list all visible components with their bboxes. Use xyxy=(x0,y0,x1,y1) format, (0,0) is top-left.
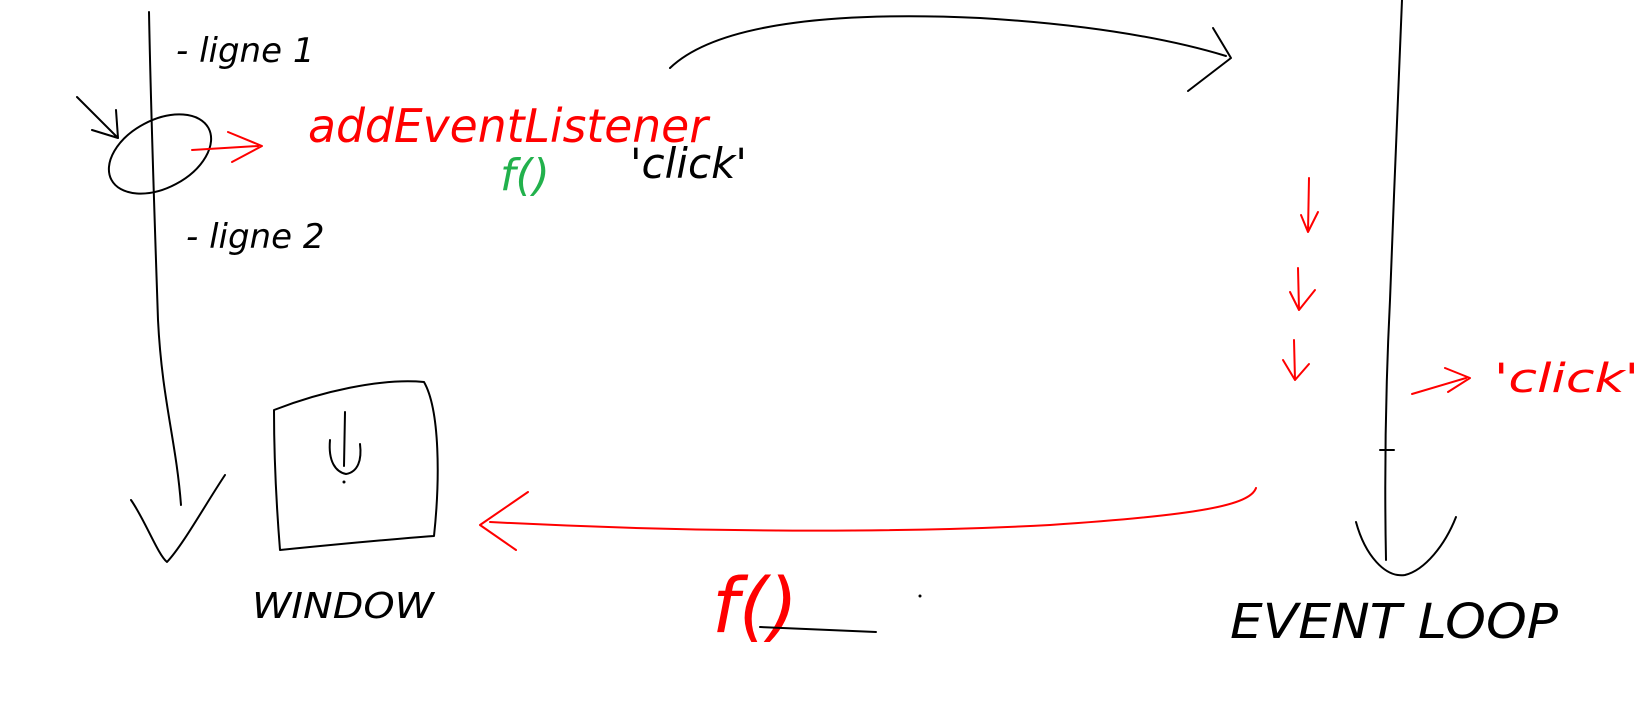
label-ligne-1: - ligne 1 xyxy=(176,31,314,71)
window-frame xyxy=(273,380,439,551)
label-click-event: 'click' xyxy=(630,139,747,188)
label-ligne-2: - ligne 2 xyxy=(186,217,324,257)
main-thread-line xyxy=(148,11,182,506)
window-inner-dot xyxy=(342,480,346,484)
highlight-circle xyxy=(107,113,213,195)
label-event-loop: EVENT LOOP xyxy=(1230,594,1558,650)
queue-down-arrows xyxy=(1282,177,1319,381)
down-arrow-2 xyxy=(1289,267,1316,311)
down-arrow-3 xyxy=(1282,339,1310,381)
arrow-to-event-loop-head xyxy=(1187,27,1232,92)
down-arrow-1 xyxy=(1300,177,1319,233)
main-thread-arrow xyxy=(130,11,226,563)
callback-return-head xyxy=(479,491,529,551)
label-window: WINDOW xyxy=(252,586,436,627)
label-callback-green: f() xyxy=(500,150,550,201)
red-arrow-click-in xyxy=(1411,367,1471,395)
label-add-event-listener: addEventListener xyxy=(308,99,711,153)
callback-return-curve xyxy=(489,487,1257,532)
window-inner-arrow xyxy=(328,411,362,475)
label-click-side: 'click' xyxy=(1494,356,1639,402)
arrow-to-event-loop xyxy=(669,15,1232,92)
label-callback-red: f() xyxy=(712,561,798,650)
highlight-circle-marker xyxy=(76,96,213,195)
event-loop-line xyxy=(1384,0,1403,561)
arrow-to-event-loop-curve xyxy=(669,15,1227,69)
main-thread-arrowhead xyxy=(130,474,226,563)
stray-dot xyxy=(918,594,922,598)
window-box xyxy=(273,380,439,551)
callback-return-arrow xyxy=(479,487,1257,551)
red-arrow-to-listener xyxy=(191,131,263,163)
callback-red-underline xyxy=(759,626,877,633)
event-loop-arrow xyxy=(1355,0,1457,577)
event-loop-arrowhead xyxy=(1355,516,1457,577)
pointer-arrow xyxy=(76,96,119,139)
